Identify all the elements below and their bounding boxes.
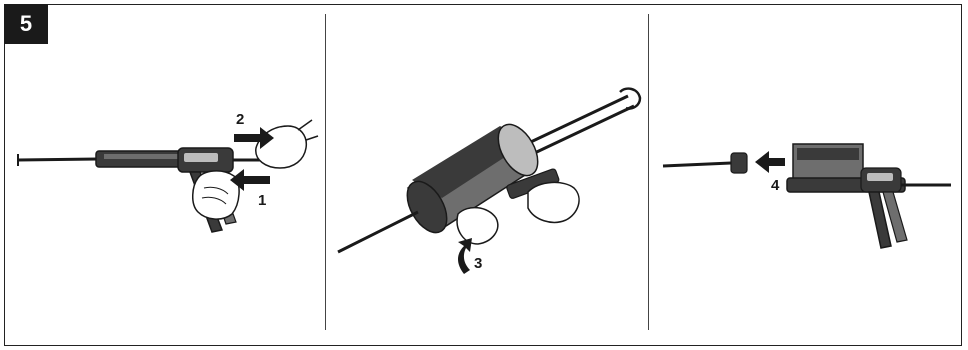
- mixer-nozzle: [18, 154, 98, 166]
- mixer-nozzle: [338, 212, 418, 252]
- panel-1-illustration: 2 1: [8, 8, 323, 338]
- dispenser-handle: [869, 192, 907, 248]
- hand-right-illustration: [528, 182, 579, 222]
- panel-2-illustration: 3: [328, 8, 646, 338]
- arrow-4-label: 4: [771, 177, 780, 194]
- panel-3-illustration: 4: [651, 8, 957, 338]
- dispenser-rails: [518, 89, 640, 158]
- arrow-2-label: 2: [236, 111, 244, 128]
- arrow-3-label: 3: [474, 255, 482, 272]
- hand-left-illustration: [457, 208, 498, 244]
- panel-divider-2: [648, 14, 649, 330]
- hand-on-trigger-illustration: [193, 171, 239, 219]
- arrow-4: 4: [755, 151, 785, 194]
- panel-divider-1: [325, 14, 326, 330]
- arrow-1-label: 1: [258, 192, 266, 209]
- removed-mixer-nozzle: [663, 153, 747, 173]
